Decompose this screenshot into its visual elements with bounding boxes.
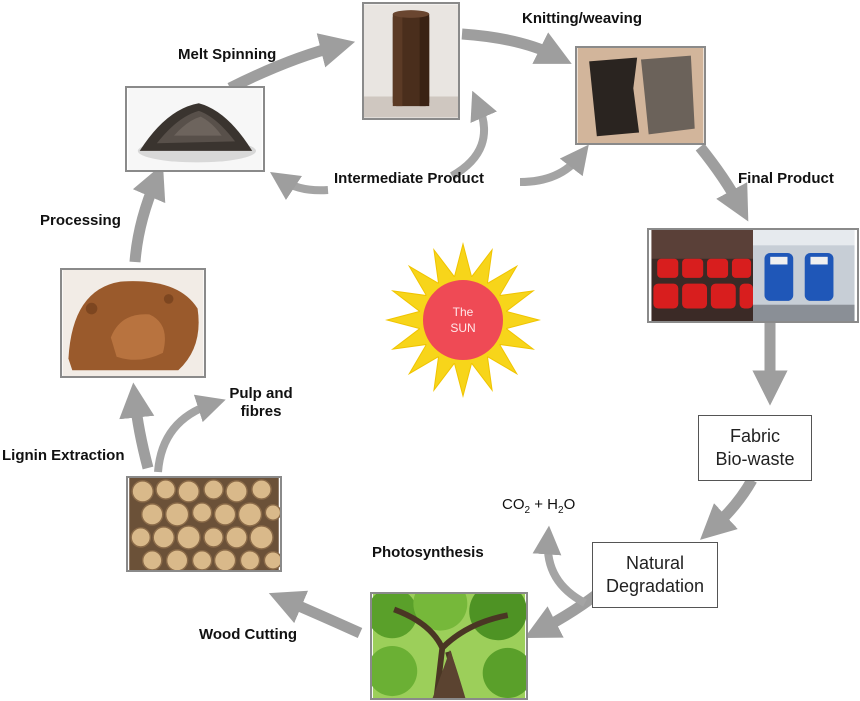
polymer-granules-photo [125, 86, 265, 172]
formula-o: O [563, 496, 576, 513]
fibre-spool-photo [362, 2, 460, 120]
arrow-biowaste-to-degradation [700, 477, 757, 540]
degradation-line2: Degradation [605, 576, 705, 596]
knitted-fabric-photo [575, 46, 706, 145]
timber-logs-photo [126, 476, 282, 572]
seating-product-photo [647, 228, 859, 323]
arrow-tree-to-logs [268, 590, 363, 639]
formula-co-sub: 2 [524, 505, 531, 516]
label-pulp-line1: Pulp and [229, 385, 293, 402]
arrow-spool-to-fabric [461, 28, 572, 64]
fabric-line1: Fabric [729, 426, 780, 446]
label-wood-cutting: Wood Cutting [199, 626, 298, 643]
tree-canopy-photo [370, 592, 528, 700]
formula-h-sub: 2 [558, 505, 564, 516]
degradation-line1: Natural [625, 553, 684, 573]
sun-core [419, 276, 507, 364]
fabric-line2: Bio-waste [715, 449, 795, 469]
arrow-degradation-to-co2 [532, 525, 587, 607]
label-pulp-and-fibres: Pulp and fibres [229, 385, 293, 421]
sun-graphic: The SUN [385, 242, 541, 398]
formula-co2-h2o: CO2 + H2O [502, 496, 575, 516]
label-pulp-line2: fibres [240, 403, 282, 420]
sun-label-line2: SUN [450, 321, 475, 335]
arrow-lignin-to-melt [129, 163, 166, 263]
arrow-melt-to-spool [227, 33, 356, 93]
formula-plus-h: + H [530, 496, 558, 513]
lignin-powder-photo [60, 268, 206, 378]
label-intermediate-product: Intermediate Product [334, 170, 485, 187]
label-knitting-weaving: Knitting/weaving [522, 10, 642, 27]
formula-co: CO [502, 496, 525, 513]
label-processing: Processing [40, 212, 121, 229]
natural-degradation-box: Natural Degradation [592, 542, 718, 608]
sun-label-line1: The [453, 305, 474, 319]
arrow-intermediate-to-spool [449, 90, 497, 180]
label-melt-spinning: Melt Spinning [178, 46, 277, 63]
arrow-fabric-to-final [695, 143, 749, 222]
arrow-intermediate-to-melt [270, 172, 329, 200]
label-final-product: Final Product [738, 170, 834, 187]
arrow-logs-to-lignin [119, 382, 155, 470]
fabric-biowaste-box: Fabric Bio-waste [698, 415, 812, 481]
label-photosynthesis: Photosynthesis [372, 544, 484, 561]
arrow-lignin-to-pulp [154, 394, 226, 473]
arrow-intermediate-to-fabric [519, 144, 589, 186]
label-lignin-extraction: Lignin Extraction [2, 447, 125, 464]
